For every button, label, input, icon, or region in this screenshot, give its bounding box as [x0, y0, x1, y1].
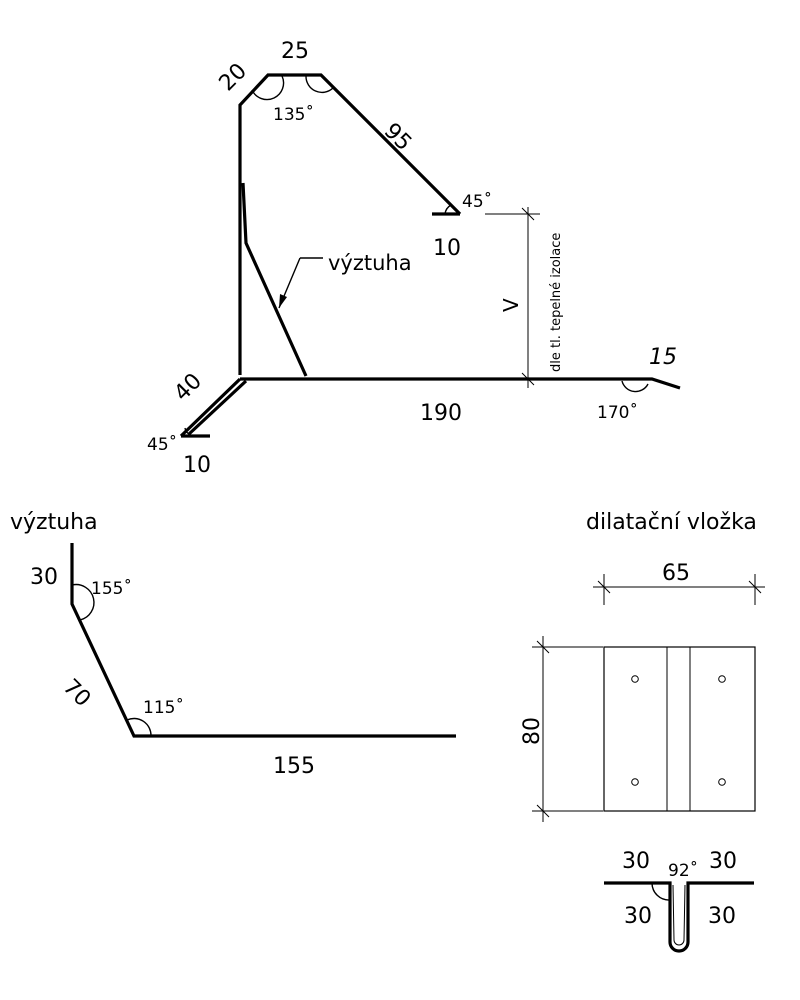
insert-angle: 92˚: [668, 860, 698, 881]
insert-hole: [631, 675, 639, 683]
tick-height-bottom: [536, 804, 550, 818]
tick-width-left: [597, 580, 611, 594]
reinforcement-inner: [241, 182, 308, 377]
reinforcement-dim-diagonal: 70: [58, 675, 95, 712]
reinforcement-dim-top: 30: [30, 565, 58, 590]
reinforcement-detail: výztuha 30 155˚ 70 115˚ 155: [10, 510, 456, 779]
dim-height-v: V: [499, 298, 523, 312]
angle-arc-top-left: [251, 75, 285, 101]
dim-foot-drip: 10: [183, 453, 211, 478]
reinforcement-angle-lower: 115˚: [143, 697, 184, 718]
insert-angle-arc: [651, 882, 671, 901]
expansion-insert-title: dilatační vložka: [586, 510, 757, 535]
insert-dim-right-bottom: 30: [708, 904, 736, 929]
insert-dim-left-bottom: 30: [624, 904, 652, 929]
reinforcement-dim-base: 155: [273, 754, 315, 779]
flashing-profile: 25 20 95 135˚ 45˚ 10 výztuha V dle tl. t…: [147, 39, 681, 478]
angle-arc-lower: [126, 717, 152, 737]
flashing-foot-inner: [187, 379, 248, 436]
reinforcement-outline: [70, 543, 456, 738]
insert-dim-height: 80: [520, 717, 545, 745]
insert-hole: [718, 675, 726, 683]
angle-drip-top: 45˚: [462, 191, 492, 212]
insert-section-inner: [672, 884, 686, 946]
tick-width-right: [748, 580, 762, 594]
angle-arc-upper: [71, 583, 95, 621]
angle-arc-foot: [184, 427, 195, 437]
angle-arc-top-right: [305, 75, 334, 94]
angle-end: 170˚: [597, 402, 638, 423]
angle-top: 135˚: [273, 104, 314, 125]
flashing-outline: [238, 73, 462, 375]
flashing-end-bend: [628, 377, 681, 390]
dim-top: 25: [281, 39, 309, 64]
insert-plate: [603, 646, 756, 812]
insert-hole: [631, 778, 639, 786]
angle-foot: 45˚: [147, 434, 177, 455]
dim-base: 190: [420, 401, 462, 426]
insert-dim-right-top: 30: [709, 849, 737, 874]
angle-arc-end: [621, 380, 649, 393]
insert-hole: [718, 778, 726, 786]
leader-arrowhead: [279, 294, 287, 308]
dim-chamfer: 20: [215, 59, 252, 96]
note-insulation: dle tl. tepelné izolace: [549, 233, 564, 372]
angle-arc-drip-top: [444, 204, 452, 215]
expansion-insert-detail: dilatační vložka 65 80 30 92˚ 30 30 30: [520, 510, 765, 953]
insert-dim-left-top: 30: [622, 849, 650, 874]
flashing-foot: [179, 377, 242, 438]
tick-height-top: [536, 640, 550, 654]
insert-dim-width: 65: [662, 561, 690, 586]
dim-slope: 95: [379, 119, 416, 156]
dim-end: 15: [649, 345, 677, 370]
tick-v-bottom: [521, 372, 535, 386]
reinforcement-title: výztuha: [10, 510, 98, 535]
label-reinforcement: výztuha: [328, 251, 412, 275]
reinforcement-angle-upper: 155˚: [91, 578, 132, 599]
tick-v-top: [521, 207, 535, 221]
insert-section-profile: [604, 881, 754, 953]
dim-foot: 40: [170, 369, 207, 406]
dim-drip-top: 10: [433, 236, 461, 261]
